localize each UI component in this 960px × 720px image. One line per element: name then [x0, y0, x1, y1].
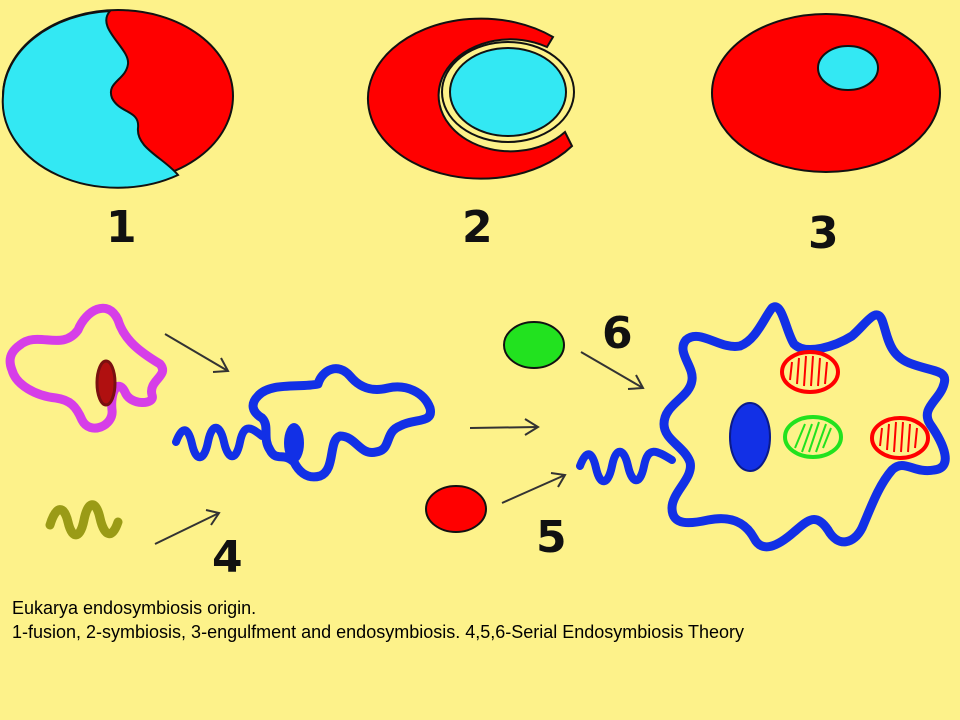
arrow-middle — [469, 418, 540, 436]
blue-nucleus — [284, 423, 304, 463]
chloroplast — [783, 415, 843, 459]
mitochondrion-cristae — [879, 421, 918, 453]
arrow-red-to-host — [501, 472, 567, 504]
arrow-magenta-to-blue — [164, 333, 229, 372]
cyan-endosymbiont — [817, 45, 879, 91]
blue-flagellum — [172, 423, 266, 462]
step-1-label: 1 — [106, 202, 137, 253]
step-3-label: 3 — [808, 208, 839, 259]
cyan-symbiont — [449, 47, 567, 137]
step-6-label: 6 — [602, 308, 633, 359]
dark-red-nucleus — [95, 359, 117, 407]
mitochondrion-top — [780, 350, 840, 394]
host-nucleus — [729, 402, 771, 472]
blue-flagellated-amoeba — [172, 364, 435, 482]
caption-line-1: Eukarya endosymbiosis origin. — [12, 598, 257, 618]
mitochondrion-right — [870, 416, 930, 460]
blue-membrane — [248, 364, 435, 482]
step-5-label: 5 — [536, 512, 567, 563]
green-cell — [503, 321, 565, 369]
caption-line-2: 1-fusion, 2-symbiosis, 3-engulfment and … — [12, 622, 745, 642]
chloroplast-thylakoids — [794, 421, 832, 453]
magenta-amoeba — [5, 303, 167, 433]
step-4-label: 4 — [212, 532, 243, 583]
mitochondrion-membrane — [870, 416, 930, 460]
host-flagellum — [576, 447, 676, 486]
mitochondrion-membrane — [780, 350, 840, 394]
arrowhead — [212, 357, 230, 373]
cyan-cell-half — [1, 9, 180, 189]
host-membrane — [659, 302, 950, 552]
step-2-label: 2 — [462, 202, 493, 253]
endosymbiosis-diagram: 1 2 3 4 6 — [1, 9, 950, 583]
red-host-cell — [711, 13, 941, 173]
arrow-spirochete-to-blue — [154, 512, 220, 545]
caption: Eukarya endosymbiosis origin. 1-fusion, … — [12, 596, 942, 644]
fusion-cell — [1, 9, 234, 189]
magenta-membrane — [5, 303, 167, 433]
mitochondrion-cristae — [789, 355, 828, 387]
symbiosis-cell — [366, 17, 575, 180]
chloroplast-membrane — [783, 415, 843, 459]
eukaryotic-cell — [576, 302, 950, 552]
red-cell — [425, 485, 487, 533]
engulfment-cell — [711, 13, 941, 173]
red-crescent-host — [366, 17, 574, 180]
olive-spirochete — [45, 500, 123, 540]
arrowhead — [205, 509, 221, 526]
arrow-green-to-host — [580, 351, 645, 390]
arrows-left — [154, 333, 230, 545]
